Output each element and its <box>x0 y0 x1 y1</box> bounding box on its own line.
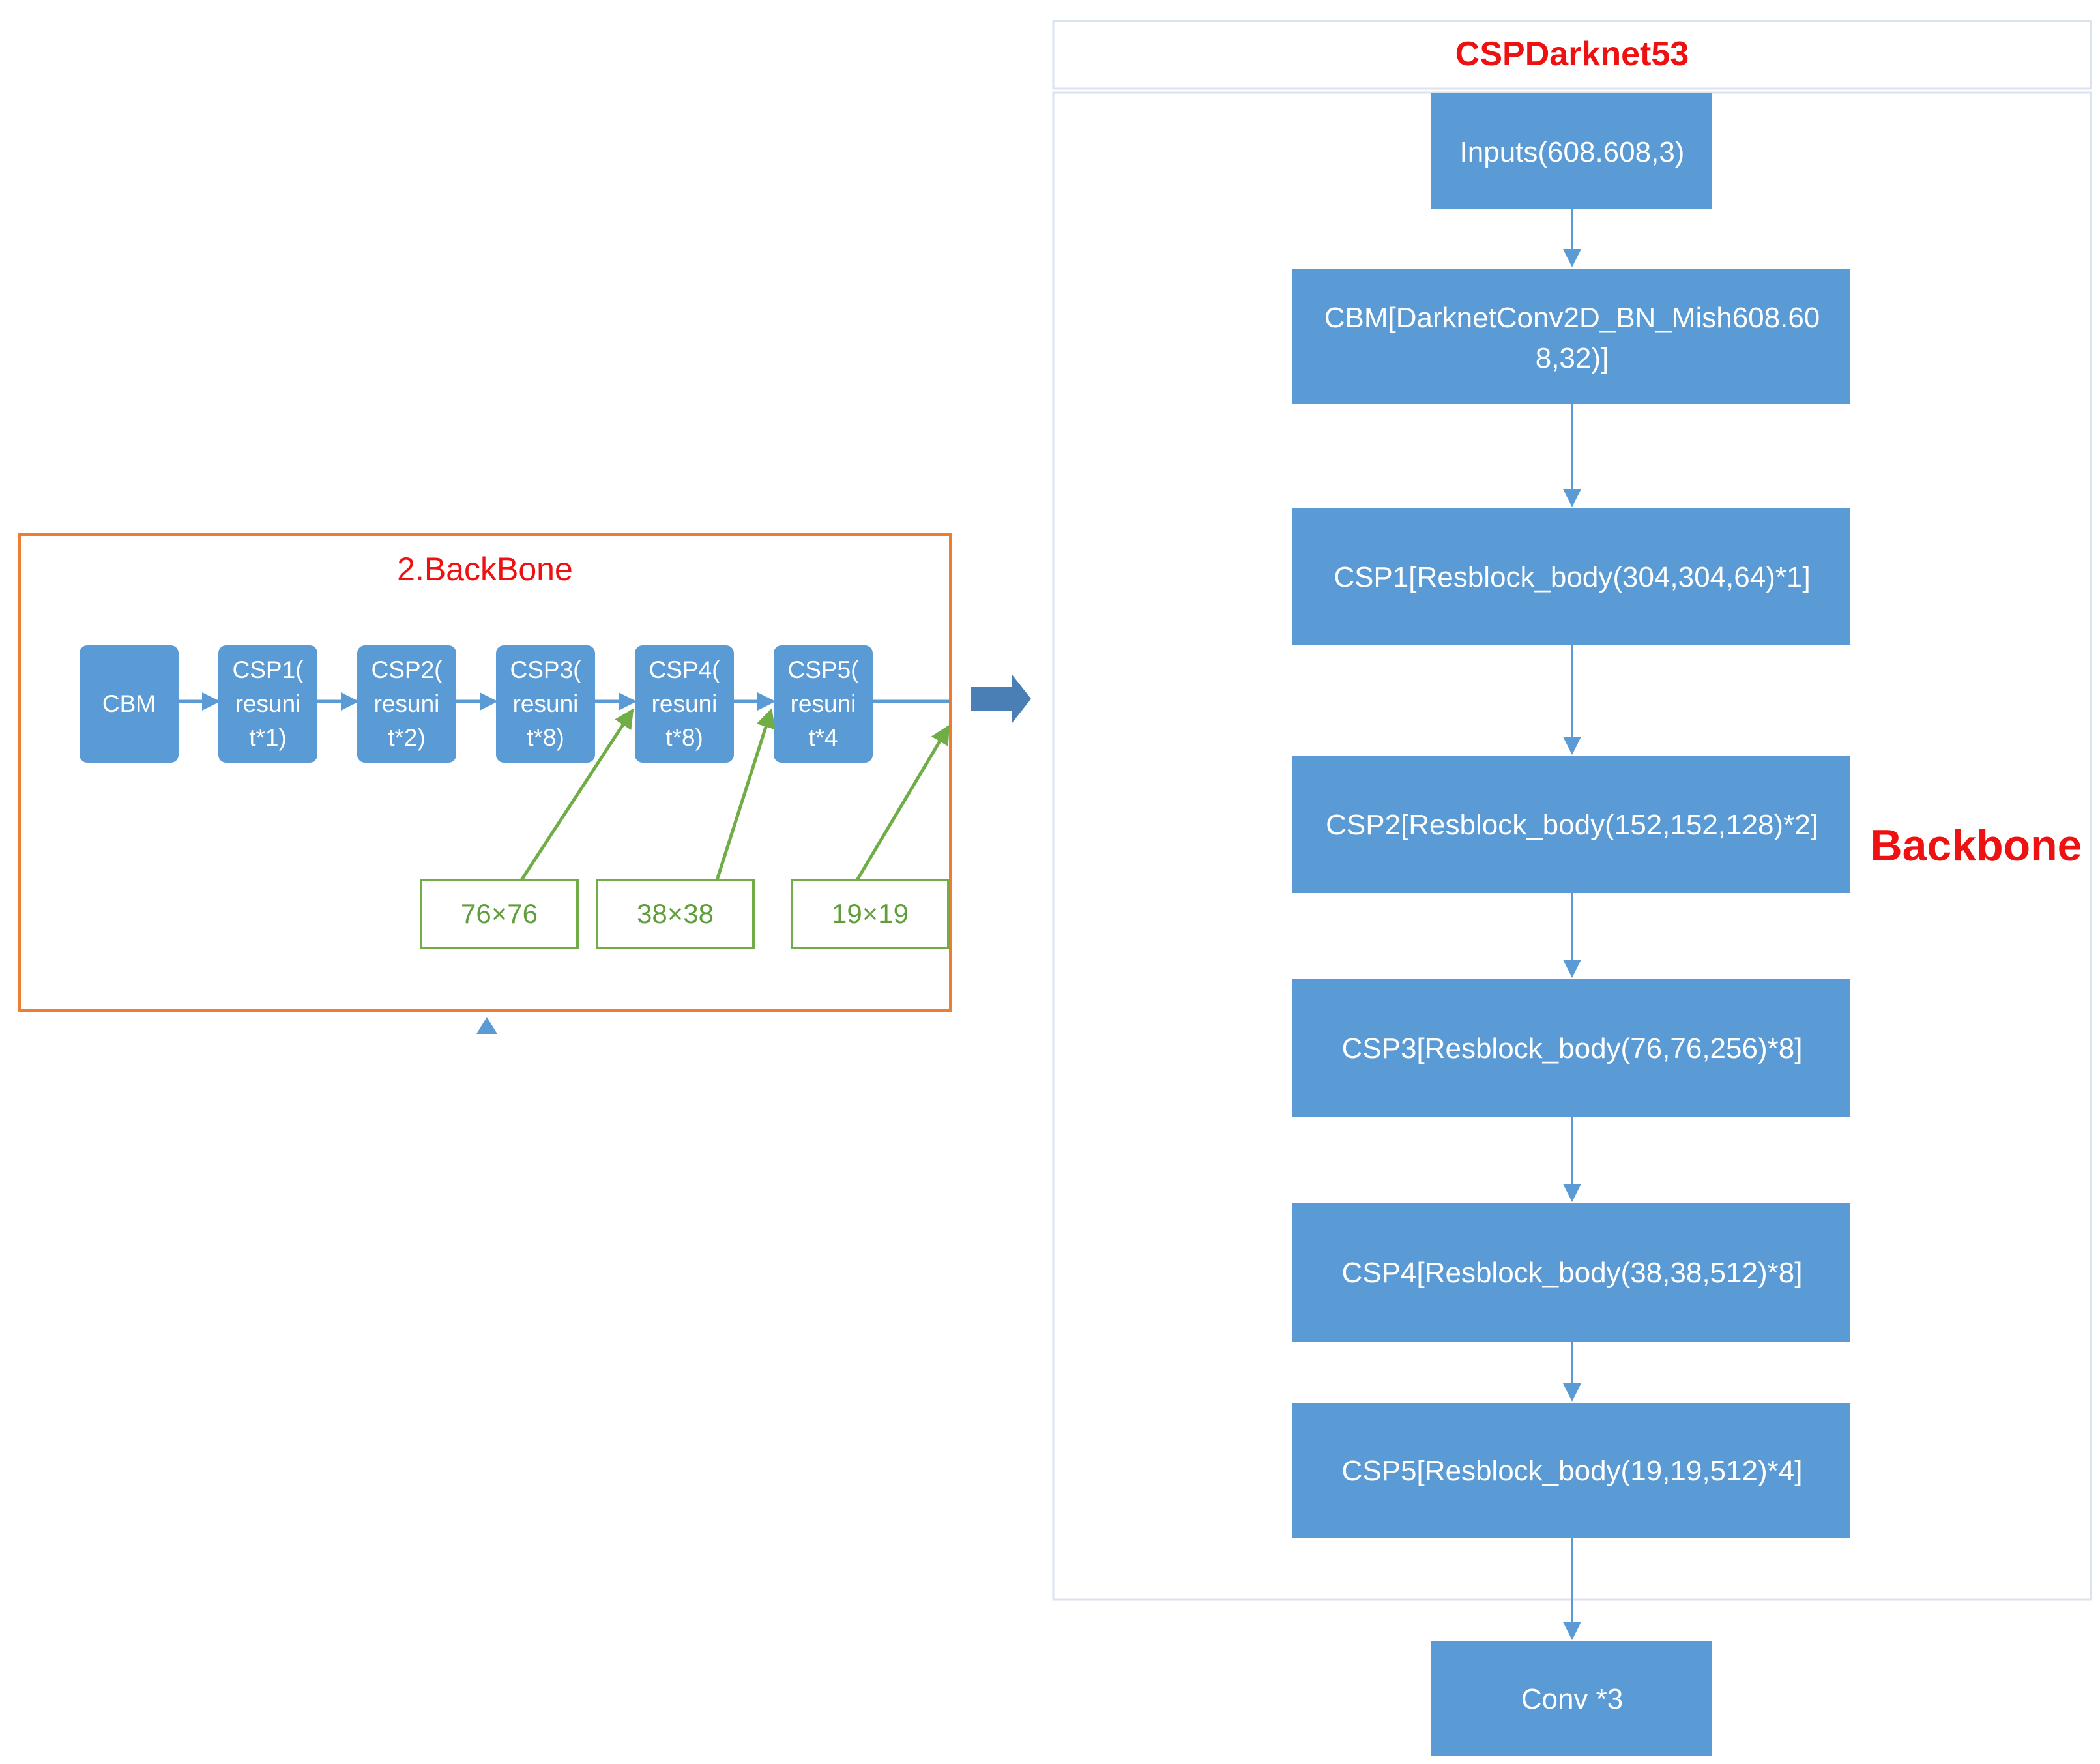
backbone-block-csp3: CSP3( resuni t*8) <box>496 645 595 763</box>
feature-size-38: 38×38 <box>596 879 755 949</box>
backbone-block-csp3-line-2: resuni <box>513 690 579 717</box>
backbone-block-csp3-line-3: t*8) <box>527 724 564 751</box>
backbone-block-csp2: CSP2( resuni t*2) <box>357 645 456 763</box>
backbone-block-csp2-line-2: resuni <box>374 690 440 717</box>
darknet-step-inputs: Inputs(608.608,3) <box>1431 93 1712 209</box>
backbone-block-csp4-line-3: t*8) <box>665 724 703 751</box>
darknet-step-csp4-line-1: CSP4[Resblock_body(38,38,512)*8] <box>1342 1257 1803 1289</box>
darknet-step-inputs-line-1: Inputs(608.608,3) <box>1460 136 1685 168</box>
feature-size-boxes: 76×76 38×38 19×19 <box>420 879 950 949</box>
panel-anchor-marker <box>476 1017 497 1034</box>
feature-size-arrows <box>519 708 950 881</box>
darknet-step-csp2-box <box>1292 756 1850 893</box>
feature-size-76-label: 76×76 <box>461 898 538 929</box>
backbone-block-csp3-box <box>496 645 595 763</box>
darknet-step-csp2-line-1: CSP2[Resblock_body(152,152,128)*2] <box>1326 809 1818 841</box>
backbone-block-csp1-line-2: resuni <box>235 690 301 717</box>
darknet-step-csp1-line-1: CSP1[Resblock_body(304,304,64)*1] <box>1334 561 1810 593</box>
darknet-step-cbm-line-2: 8,32)] <box>1536 342 1609 374</box>
backbone-block-csp2-box <box>357 645 456 763</box>
feature-arrow-38 <box>715 708 776 881</box>
darknet-step-csp5: CSP5[Resblock_body(19,19,512)*4] <box>1292 1403 1850 1538</box>
darknet-step-cbm: CBM[DarknetConv2D_BN_Mish608.60 8,32)] <box>1292 269 1850 404</box>
backbone-block-csp5-line-1: CSP5( <box>788 656 860 683</box>
darknet-steps: Inputs(608.608,3) CBM[DarknetConv2D_BN_M… <box>1292 93 1850 1756</box>
darknet-step-csp3-line-1: CSP3[Resblock_body(76,76,256)*8] <box>1342 1033 1803 1065</box>
darknet-step-csp1-box <box>1292 508 1850 645</box>
darknet-step-csp3: CSP3[Resblock_body(76,76,256)*8] <box>1292 979 1850 1117</box>
backbone-block-cbm-box <box>80 645 179 763</box>
backbone-block-csp1-box <box>218 645 317 763</box>
darknet-step-csp3-box <box>1292 979 1850 1117</box>
backbone-block-csp4-line-1: CSP4( <box>649 656 721 683</box>
darknet-step-cbm-box <box>1292 269 1850 404</box>
darknet-step-csp1: CSP1[Resblock_body(304,304,64)*1] <box>1292 508 1850 645</box>
backbone-block-csp4-line-2: resuni <box>652 690 718 717</box>
backbone-block-csp2-line-3: t*2) <box>388 724 426 751</box>
darknet-step-conv-line-1: Conv *3 <box>1521 1683 1624 1715</box>
feature-size-19: 19×19 <box>791 879 950 949</box>
backbone-block-csp2-line-1: CSP2( <box>372 656 443 683</box>
darknet-step-csp4: CSP4[Resblock_body(38,38,512)*8] <box>1292 1203 1850 1342</box>
backbone-block-csp5: CSP5( resuni t*4 <box>774 645 873 763</box>
backbone-block-csp1-line-3: t*1) <box>249 724 287 751</box>
backbone-block-csp4: CSP4( resuni t*8) <box>635 645 734 763</box>
backbone-panel-border <box>18 533 952 1012</box>
feature-arrow-19 <box>855 724 950 881</box>
darknet-step-conv-box <box>1431 1641 1712 1756</box>
feature-size-76-box <box>420 879 579 949</box>
backbone-panel: 2.BackBone <box>18 533 952 1012</box>
darknet-step-csp5-line-1: CSP5[Resblock_body(19,19,512)*4] <box>1342 1455 1803 1487</box>
backbone-block-csp5-box <box>774 645 873 763</box>
backbone-block-csp3-line-1: CSP3( <box>510 656 582 683</box>
feature-arrow-76 <box>519 708 634 881</box>
feature-size-19-label: 19×19 <box>832 898 909 929</box>
darknet-title-bar <box>1052 20 2092 90</box>
darknet-step-inputs-box <box>1431 93 1712 209</box>
darknet-step-csp4-box <box>1292 1203 1850 1342</box>
expand-arrow-icon <box>971 674 1031 724</box>
darknet-step-csp2: CSP2[Resblock_body(152,152,128)*2] <box>1292 756 1850 893</box>
backbone-block-csp1-line-1: CSP1( <box>233 656 304 683</box>
backbone-block-csp5-line-2: resuni <box>791 690 856 717</box>
feature-size-38-label: 38×38 <box>637 898 714 929</box>
darknet-step-csp5-box <box>1292 1403 1850 1538</box>
darknet-step-cbm-line-1: CBM[DarknetConv2D_BN_Mish608.60 <box>1324 302 1820 334</box>
darknet-step-conv: Conv *3 <box>1431 1641 1712 1756</box>
feature-size-38-box <box>596 879 755 949</box>
backbone-block-csp1: CSP1( resuni t*1) <box>218 645 317 763</box>
backbone-block-cbm-line-1: CBM <box>102 690 156 717</box>
feature-size-76: 76×76 <box>420 879 579 949</box>
backbone-block-csp5-line-3: t*4 <box>808 724 838 751</box>
darknet-side-label: Backbone <box>1871 821 2082 870</box>
backbone-block-cbm: CBM <box>80 645 179 763</box>
backbone-panel-title: 2.BackBone <box>397 551 573 587</box>
backbone-block-csp4-box <box>635 645 734 763</box>
feature-size-19-box <box>791 879 950 949</box>
darknet-title: CSPDarknet53 <box>1455 35 1689 73</box>
backbone-blocks: CBM CSP1( resuni t*1) CSP2( resuni t*2) … <box>80 645 873 763</box>
